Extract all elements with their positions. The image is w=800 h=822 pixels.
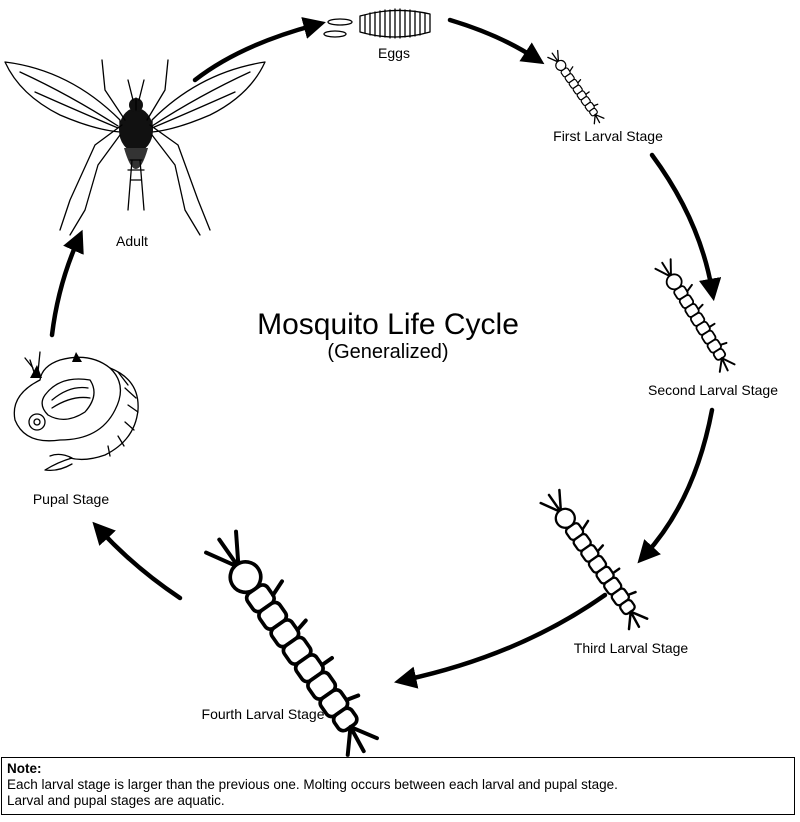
third-larval-stage-illustration: [538, 483, 656, 634]
life-cycle-drawing: Eggs First Larval Stage Second Larval St…: [4, 8, 778, 757]
label-eggs: Eggs: [378, 45, 410, 61]
arrow-third-to-fourth-larval: [394, 592, 608, 689]
stage-labels: Eggs First Larval Stage Second Larval St…: [33, 45, 778, 722]
diagram-subtitle: (Generalized): [327, 341, 448, 363]
label-third-larval-stage: Third Larval Stage: [574, 640, 689, 656]
note-line-2: Larval and pupal stages are aquatic.: [7, 793, 225, 808]
arrow-fourth-to-pupal: [92, 521, 183, 601]
label-fourth-larval-stage: Fourth Larval Stage: [202, 706, 325, 722]
cycle-arrows: [49, 17, 722, 689]
note-line-1: Each larval stage is larger than the pre…: [7, 777, 618, 792]
eggs-illustration: [323, 8, 431, 39]
label-pupal-stage: Pupal Stage: [33, 491, 109, 507]
adult-mosquito-illustration: [4, 59, 266, 236]
arrow-adult-to-eggs: [192, 17, 326, 83]
label-second-larval-stage: Second Larval Stage: [648, 382, 778, 398]
arrow-second-to-third-larval: [637, 407, 715, 564]
label-adult: Adult: [116, 233, 148, 249]
note-title: Note:: [7, 761, 42, 776]
first-larval-stage-illustration: [547, 49, 605, 125]
label-first-larval-stage: First Larval Stage: [553, 128, 663, 144]
second-larval-stage-illustration: [653, 254, 742, 376]
arrow-first-to-second-larval: [649, 152, 722, 302]
fourth-larval-stage-illustration: [202, 521, 391, 757]
diagram-title: Mosquito Life Cycle: [257, 308, 519, 341]
arrow-pupal-to-adult: [49, 229, 84, 338]
arrow-eggs-to-first-larval: [447, 17, 545, 65]
note-box: Note: Each larval stage is larger than t…: [1, 757, 795, 815]
pupal-stage-illustration: [13, 351, 139, 472]
